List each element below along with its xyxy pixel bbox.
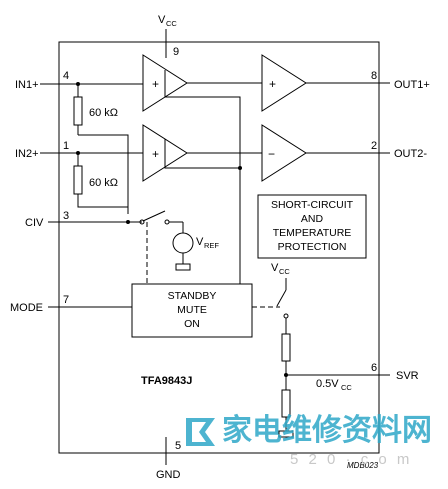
svr-ground-icon <box>278 430 294 438</box>
civ-junction <box>126 220 130 224</box>
label-in2: IN2+ <box>15 148 39 160</box>
switch-vcc-blade <box>276 289 287 307</box>
pin-number-gnd: 5 <box>175 440 181 452</box>
amp3-plus-sign: + <box>152 147 159 161</box>
label-svr: SVR <box>396 370 419 382</box>
standby-line-2: MUTE <box>177 304 207 316</box>
vref-ground-icon <box>175 263 191 271</box>
vcc-supply-label: V CC <box>158 14 177 28</box>
pin-number-out1: 8 <box>371 70 377 82</box>
svg-text:V: V <box>196 236 204 248</box>
label-gnd: GND <box>156 469 181 481</box>
switch-civ-contact-right <box>164 219 170 225</box>
svg-text:CC: CC <box>341 383 352 392</box>
protection-line-3: TEMPERATURE <box>273 227 352 239</box>
label-civ: CIV <box>25 217 44 229</box>
amp2-plus-sign: + <box>269 77 276 91</box>
amp1-plus-sign: + <box>152 77 159 91</box>
r2-to-civ-wire <box>77 194 128 208</box>
protection-line-1: SHORT-CIRCUIT <box>271 199 354 211</box>
pin-number-svr: 6 <box>371 362 377 374</box>
resistor-r1 <box>73 96 83 126</box>
pin-number-in2: 1 <box>63 140 69 152</box>
svg-text:REF: REF <box>204 241 219 250</box>
svg-text:CC: CC <box>166 19 177 28</box>
watermark-logo-icon <box>186 418 215 446</box>
resistor-r2 <box>73 165 83 195</box>
amp-bias-wire-2 <box>164 139 233 169</box>
protection-line-2: AND <box>301 213 324 225</box>
pin-number-mode: 7 <box>63 294 69 306</box>
switch-civ-contact <box>139 219 145 225</box>
switch-civ-blade <box>142 210 166 222</box>
protection-line-4: PROTECTION <box>278 241 347 253</box>
vref-source <box>172 232 194 254</box>
half-vcc-label: 0.5V CC <box>316 378 352 392</box>
svr-junction <box>284 373 288 377</box>
label-in1: IN1+ <box>15 79 39 91</box>
svg-text:V: V <box>271 262 279 274</box>
resistor-r1-value: 60 kΩ <box>89 107 118 119</box>
standby-line-3: ON <box>184 318 200 330</box>
label-out1: OUT1+ <box>394 79 430 91</box>
pin-number-out2: 2 <box>371 140 377 152</box>
svg-text:V: V <box>158 14 166 26</box>
svr-resistor-top <box>281 333 291 362</box>
chip-outline <box>58 41 380 454</box>
svg-text:CC: CC <box>279 267 290 276</box>
label-out2: OUT2- <box>394 148 427 160</box>
svg-text:0.5V: 0.5V <box>316 378 339 390</box>
watermark-url: 5 2 0 · c o m <box>290 451 412 468</box>
amplifier-1-out <box>261 54 307 112</box>
r1-to-civ-wire <box>78 134 129 214</box>
switch-vcc-label: V CC <box>271 262 290 276</box>
pin-number-civ: 3 <box>63 210 69 222</box>
pin-number-in1: 4 <box>63 70 69 82</box>
standby-line-1: STANDBY <box>168 290 217 302</box>
resistor-r2-value: 60 kΩ <box>89 177 118 189</box>
reference-code: MDB023 <box>347 461 379 470</box>
amplifier-2-out <box>261 124 307 182</box>
switch-vcc-contact <box>283 313 289 319</box>
label-mode: MODE <box>10 302 43 314</box>
protection-box <box>257 194 367 259</box>
standby-mute-on-box <box>131 283 253 338</box>
vref-label: V REF <box>196 236 219 250</box>
amp4-minus-sign: − <box>268 147 275 161</box>
chip-name: TFA9843J <box>141 375 192 387</box>
amp-bias-wire-1 <box>164 70 241 284</box>
watermark-text: 家电维修资料网 <box>222 413 432 448</box>
pin-number-vcc: 9 <box>173 46 179 58</box>
